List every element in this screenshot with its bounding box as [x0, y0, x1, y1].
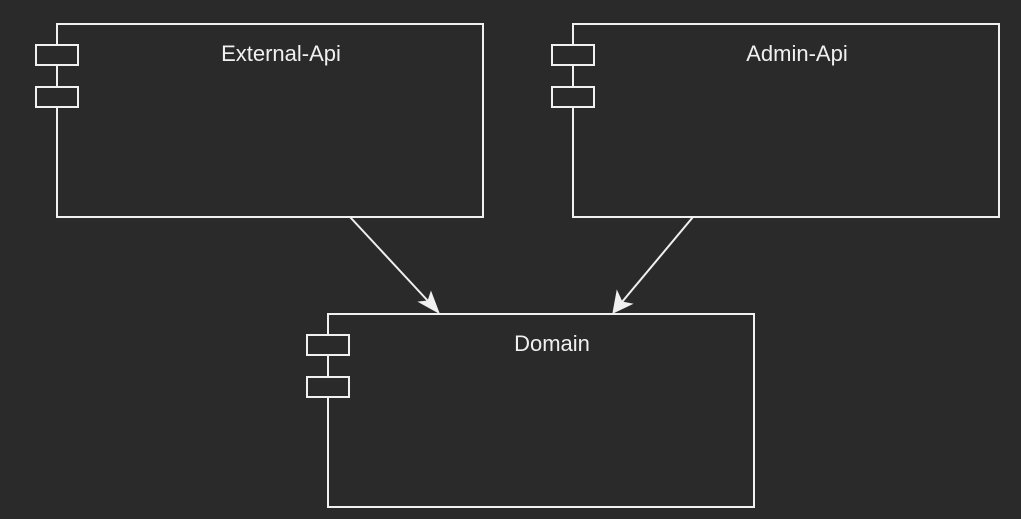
dependency-admin-api-to-domain	[612, 216, 694, 314]
component-port-icon	[35, 86, 79, 108]
component-label: Admin-Api	[746, 41, 847, 66]
dependency-line	[349, 216, 429, 302]
component-box	[56, 23, 484, 218]
component-box	[327, 313, 755, 508]
component-port-icon	[551, 44, 595, 66]
arrowhead-icon	[417, 290, 440, 315]
arrowhead-icon	[612, 289, 634, 314]
dependency-external-api-to-domain	[349, 216, 440, 315]
component-domain[interactable]: Domain	[306, 313, 755, 508]
component-external-api[interactable]: External-Api	[35, 23, 484, 218]
component-port-icon	[306, 376, 350, 398]
component-label: External-Api	[221, 41, 341, 66]
component-admin-api[interactable]: Admin-Api	[551, 23, 1000, 218]
component-box	[572, 23, 1000, 218]
component-label: Domain	[514, 331, 590, 356]
component-port-icon	[35, 44, 79, 66]
dependency-line	[621, 216, 694, 303]
component-port-icon	[306, 334, 350, 356]
component-port-icon	[551, 86, 595, 108]
